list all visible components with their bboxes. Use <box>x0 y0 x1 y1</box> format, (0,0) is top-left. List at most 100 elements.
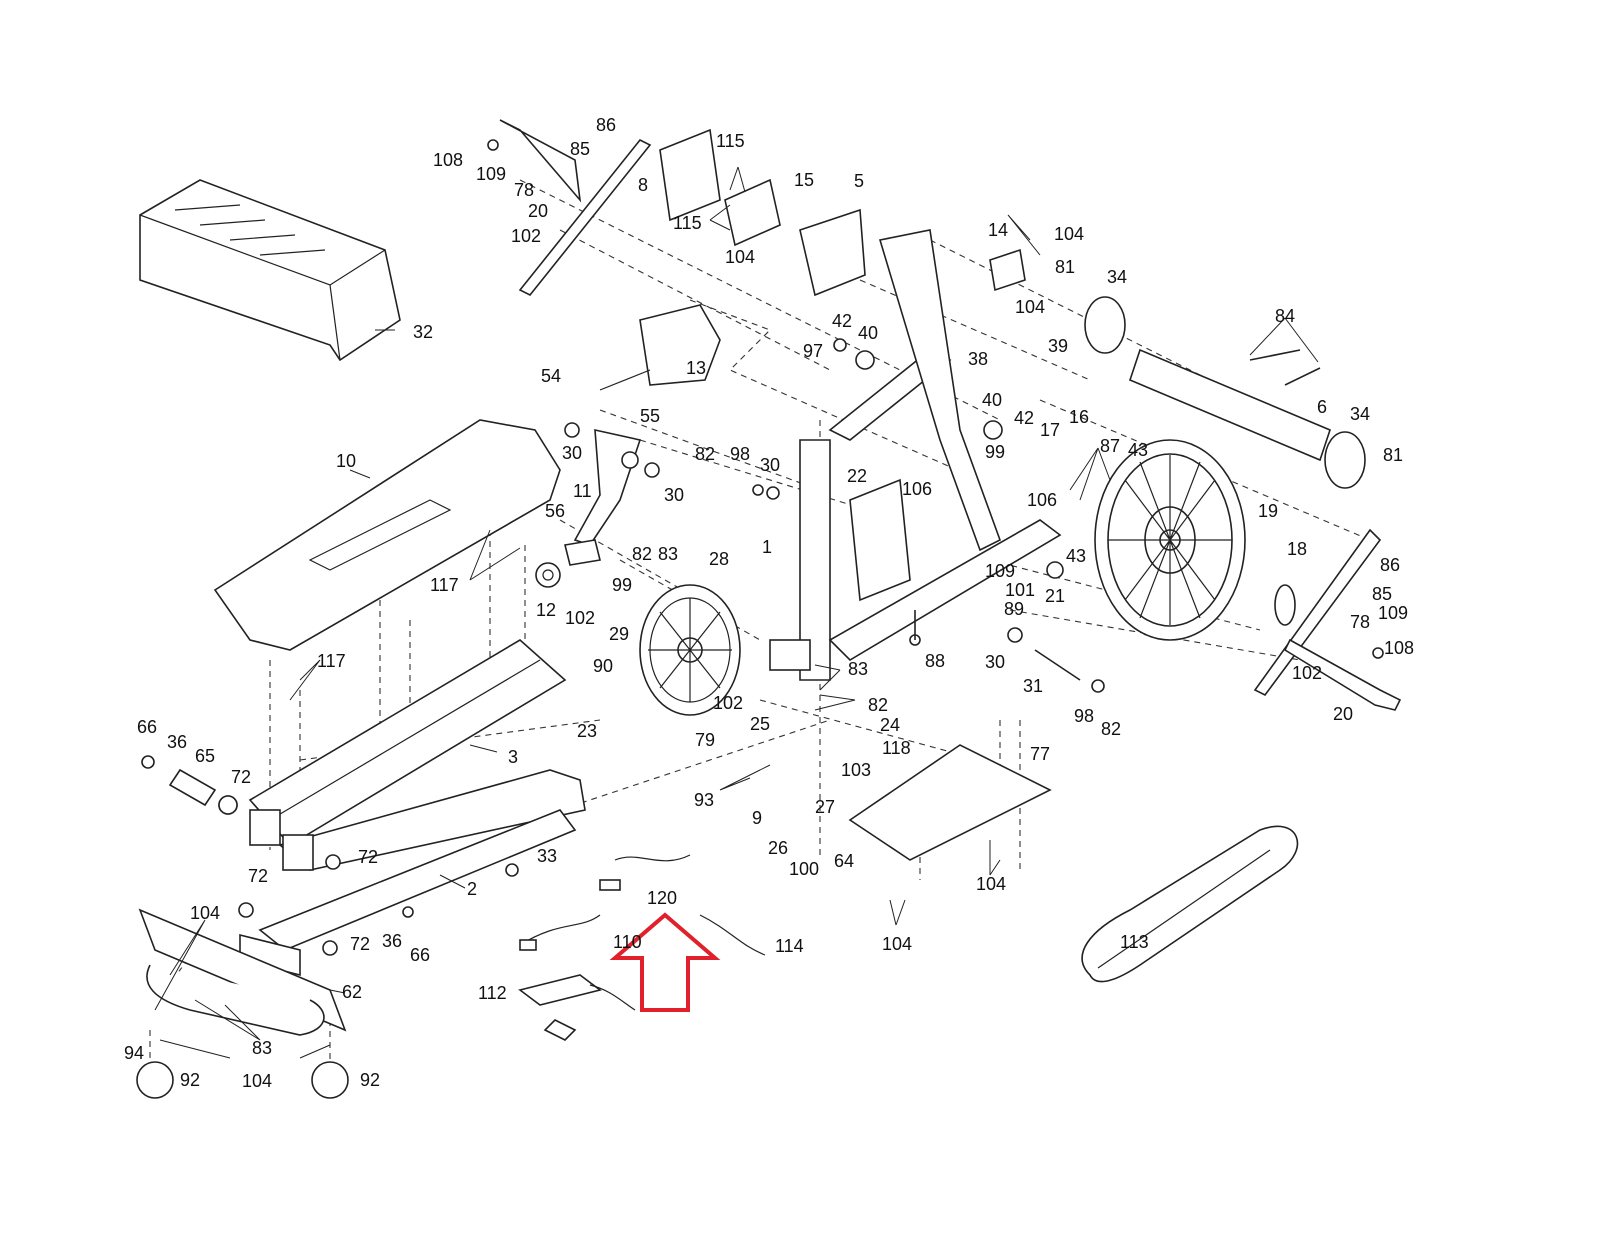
label-part-20-right: 20 <box>1333 704 1353 724</box>
label-part-40-a: 40 <box>858 323 878 343</box>
label-part-101: 101 <box>1005 580 1035 600</box>
label-part-26: 26 <box>768 838 788 858</box>
label-part-38: 38 <box>968 349 988 369</box>
part-32-rear-cover <box>139 179 401 362</box>
label-part-104-d: 104 <box>190 903 220 923</box>
fasteners <box>218 139 1384 956</box>
label-part-32: 32 <box>413 322 433 342</box>
label-part-97: 97 <box>803 341 823 361</box>
part-20-right-bracket <box>1253 528 1402 711</box>
label-part-81-b: 81 <box>1383 445 1403 465</box>
part-1-main-frame <box>769 229 1062 681</box>
label-part-36-a: 36 <box>167 732 187 752</box>
label-part-86-a: 86 <box>596 115 616 135</box>
label-part-13: 13 <box>686 358 706 378</box>
label-part-115-a: 115 <box>716 131 745 151</box>
label-part-99-a: 99 <box>612 575 632 595</box>
label-part-109-c: 109 <box>1378 603 1408 623</box>
label-part-16: 16 <box>1069 407 1089 427</box>
label-part-23: 23 <box>577 721 597 741</box>
label-part-104-c: 104 <box>1015 297 1045 317</box>
label-part-90: 90 <box>593 656 613 676</box>
part-8-console-board <box>659 128 1026 297</box>
label-part-92-b: 92 <box>360 1070 380 1090</box>
label-part-98-a: 98 <box>730 444 750 464</box>
label-part-104-b: 104 <box>1054 224 1084 244</box>
label-part-87: 87 <box>1100 436 1120 456</box>
label-part-54: 54 <box>541 366 561 386</box>
label-part-72-c: 72 <box>248 866 268 886</box>
label-part-82-c: 82 <box>868 695 888 715</box>
part-13-motor <box>599 304 721 391</box>
label-part-64: 64 <box>834 851 854 871</box>
label-part-2: 2 <box>467 879 477 899</box>
label-part-108-a: 108 <box>433 150 463 170</box>
label-part-104-e: 104 <box>242 1071 272 1091</box>
label-part-82-a: 82 <box>695 444 715 464</box>
label-part-109-a: 109 <box>476 164 506 184</box>
label-part-65: 65 <box>195 746 215 766</box>
label-part-102-d: 102 <box>1292 663 1322 683</box>
label-part-88: 88 <box>925 651 945 671</box>
label-part-25: 25 <box>750 714 770 734</box>
part-62-front-stabilizer <box>136 908 349 1099</box>
label-part-30-d: 30 <box>985 652 1005 672</box>
label-part-39: 39 <box>1048 336 1068 356</box>
label-part-42-a: 42 <box>832 311 852 331</box>
part-12-bearing <box>535 562 561 588</box>
label-part-99-b: 99 <box>985 442 1005 462</box>
label-part-33: 33 <box>537 846 557 866</box>
label-part-85-a: 85 <box>570 139 590 159</box>
label-part-18: 18 <box>1287 539 1307 559</box>
label-part-9: 9 <box>752 808 762 828</box>
label-part-56: 56 <box>545 501 565 521</box>
label-part-113: 113 <box>1120 932 1149 952</box>
label-part-109-b: 109 <box>985 561 1015 581</box>
label-part-106-b: 106 <box>1027 490 1057 510</box>
label-part-30-c: 30 <box>760 455 780 475</box>
label-part-72-b: 72 <box>358 847 378 867</box>
label-part-34-a: 34 <box>1107 267 1127 287</box>
label-part-66-b: 66 <box>410 945 430 965</box>
leader-lines <box>154 166 1319 1059</box>
label-part-62: 62 <box>342 982 362 1002</box>
label-part-15: 15 <box>794 170 814 190</box>
label-part-98-b: 98 <box>1074 706 1094 726</box>
label-part-14: 14 <box>988 220 1008 240</box>
label-part-114: 114 <box>775 936 804 956</box>
label-part-5: 5 <box>854 171 864 191</box>
label-part-92-a: 92 <box>180 1070 200 1090</box>
label-part-66-a: 66 <box>137 717 157 737</box>
label-part-79: 79 <box>695 730 715 750</box>
label-part-43-a: 43 <box>1128 440 1148 460</box>
label-part-94: 94 <box>124 1043 144 1063</box>
part-28-wheel <box>639 584 741 716</box>
label-part-84: 84 <box>1275 306 1295 326</box>
label-part-102-c: 102 <box>713 693 743 713</box>
label-part-82-b: 82 <box>632 544 652 564</box>
label-part-77: 77 <box>1030 744 1050 764</box>
label-part-11: 11 <box>573 481 592 501</box>
label-part-82-d: 82 <box>1101 719 1121 739</box>
label-part-83-a: 83 <box>658 544 678 564</box>
label-part-3: 3 <box>508 747 518 767</box>
label-part-29: 29 <box>609 624 629 644</box>
label-part-42-b: 42 <box>1014 408 1034 428</box>
label-part-103: 103 <box>841 760 871 780</box>
label-part-21: 21 <box>1045 586 1065 606</box>
label-part-85-b: 85 <box>1372 584 1392 604</box>
label-part-30-b: 30 <box>664 485 684 505</box>
label-part-102-a: 102 <box>511 226 541 246</box>
label-part-118: 118 <box>882 738 911 758</box>
label-part-1: 1 <box>762 537 772 557</box>
label-part-19: 19 <box>1258 501 1278 521</box>
part-19-flywheel <box>1094 439 1246 641</box>
label-part-104-f: 104 <box>976 874 1006 894</box>
highlight-arrow-up <box>609 912 721 1012</box>
label-part-81-a: 81 <box>1055 257 1075 277</box>
label-part-12: 12 <box>536 600 556 620</box>
label-part-117-b: 117 <box>317 651 346 671</box>
label-part-30-a: 30 <box>562 443 582 463</box>
label-part-78-a: 78 <box>514 180 534 200</box>
